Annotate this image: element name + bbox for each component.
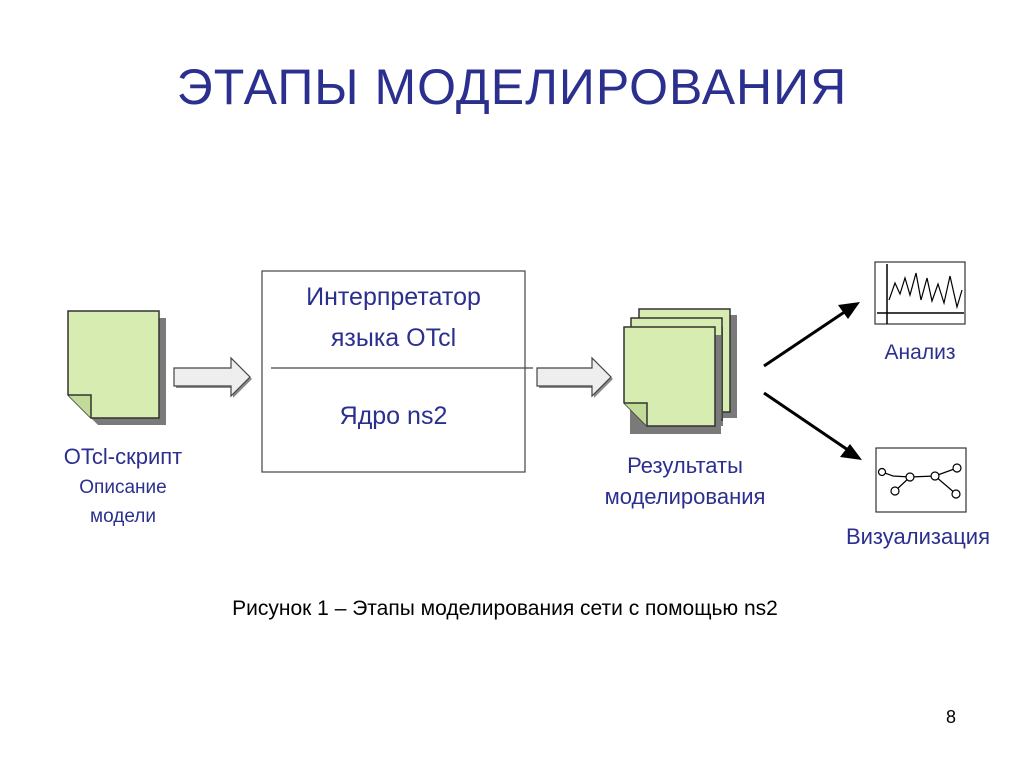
kernel-label: Ядро ns2 (339, 402, 448, 430)
results-label-line1: Результаты (627, 453, 743, 478)
slide-title: ЭТАПЫ МОДЕЛИРОВАНИЯ (176, 59, 848, 115)
page-number: 8 (946, 707, 957, 727)
figure-caption: Рисунок 1 – Этапы моделирования сети с п… (232, 597, 778, 620)
line-chart-icon (874, 261, 966, 325)
interpreter-label-line2: языка OTcl (330, 324, 457, 352)
script-document-icon (67, 310, 166, 425)
script-sublabel-line1: Описание (79, 477, 167, 498)
arrow-script-to-interpreter (173, 356, 252, 398)
results-documents-icon (623, 308, 737, 434)
interpreter-label-line1: Интерпретатор (306, 283, 481, 311)
script-sublabel-line2: модели (90, 506, 156, 527)
arrow-to-visualization (763, 391, 862, 460)
interpreter-box (261, 270, 533, 473)
results-label-line2: моделирования (604, 484, 766, 509)
graph-network-icon (875, 447, 967, 513)
visualization-label: Визуализация (845, 524, 991, 549)
script-label: OTcl-скрипт (63, 444, 183, 469)
arrow-to-analysis (763, 302, 860, 368)
arrow-interpreter-to-results (536, 356, 613, 398)
analysis-label: Анализ (884, 341, 956, 364)
